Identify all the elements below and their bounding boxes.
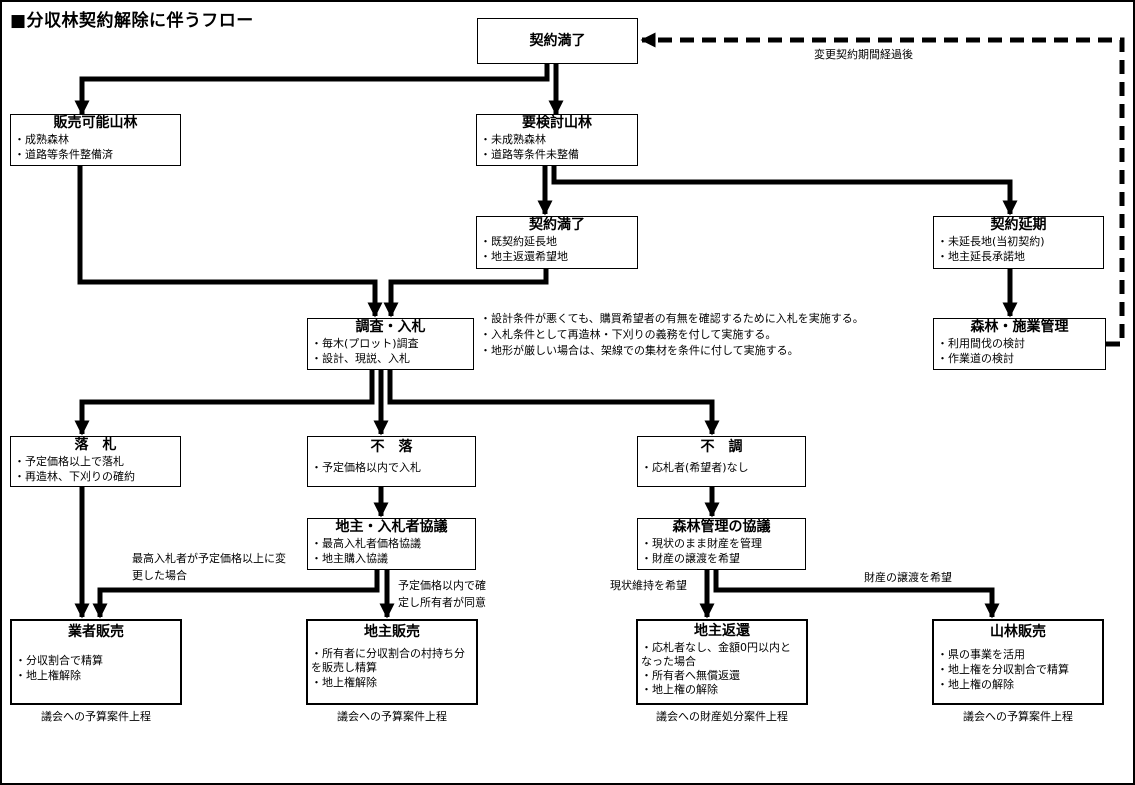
box-item: ・既契約延長地 — [480, 235, 557, 248]
box-heading: 地主返還 — [694, 623, 750, 639]
box-forest-sale: 山林販売 ・県の事業を活用 ・地上権を分収割合で精算 ・地上権の解除 — [932, 619, 1104, 705]
arrow-ownerbid-to-dealer — [92, 569, 380, 619]
box-no-bidders: 不 調 ・応札者(希望者)なし — [637, 436, 806, 487]
box-item: ・所有者に分収割合の村持ち分を販売し精算 — [311, 647, 465, 674]
box-heading: 森林管理の協議 — [672, 519, 771, 535]
box-review-forest: 要検討山林 ・未成熟森林 ・道路等条件未整備 — [476, 114, 638, 166]
box-item: ・地主返還希望地 — [480, 250, 568, 263]
arrow-review-to-extend — [551, 165, 1018, 216]
box-item: ・予定価格以上で落札 — [14, 455, 124, 468]
box-heading: 契約満了 — [529, 217, 585, 233]
box-heading: 森林・施業管理 — [970, 319, 1069, 335]
box-item: ・地上権の解除 — [641, 683, 718, 696]
box-owner-return: 地主返還 ・応札者なし、金額0円以内となった場合 ・所有者へ無償返還 ・地上権の… — [636, 619, 808, 705]
box-sellable-forest: 販売可能山林 ・成熟森林 ・道路等条件整備済 — [10, 114, 181, 166]
box-item: ・地上権の解除 — [937, 678, 1014, 691]
box-item: ・所有者へ無償返還 — [641, 669, 740, 682]
box-survey-bidding: 調査・入札 ・毎木(プロット)調査 ・設計、現説、入札 — [307, 318, 474, 370]
box-heading: 地主・入札者協議 — [335, 519, 448, 535]
label-within-price: 予定価格以内で確定し所有者が同意 — [398, 579, 486, 609]
box-heading: 地主販売 — [364, 624, 420, 640]
dashed-arrow-feedback — [640, 32, 1125, 347]
box-item: ・地主購入協議 — [311, 552, 388, 565]
box-heading: 販売可能山林 — [53, 115, 138, 131]
arrow-survey-to-nodeal — [387, 369, 720, 436]
box-item: ・作業道の検討 — [937, 352, 1014, 365]
box-item: ・応札者(希望者)なし — [641, 461, 749, 474]
box-item: ・現状のまま財産を管理 — [641, 537, 762, 550]
page-title: ■分収林契約解除に伴うフロー — [10, 11, 254, 31]
caption-owner-return: 議会への財産処分案件上程 — [656, 710, 788, 723]
box-heading: 要検討山林 — [522, 115, 592, 131]
box-item: ・未成熟森林 — [480, 133, 546, 146]
box-contract-expiry-top: 契約満了 — [477, 18, 638, 64]
box-winning-bid: 落 札 ・予定価格以上で落札 ・再造林、下刈りの確約 — [10, 436, 181, 487]
box-item: ・再造林、下刈りの確約 — [14, 470, 135, 483]
box-heading: 不 落 — [370, 439, 413, 455]
box-item: ・未延長地(当初契約) — [937, 235, 1045, 248]
caption-dealer-sale: 議会への予算案件上程 — [41, 710, 151, 723]
box-item: ・地上権解除 — [15, 669, 81, 682]
box-item: ・成熟森林 — [14, 133, 69, 146]
arrow-sellable-to-survey — [77, 165, 383, 318]
box-item: ・分収割合で精算 — [15, 654, 103, 667]
caption-owner-sale: 議会への予算案件上程 — [337, 710, 447, 723]
arrow-foresttalk-to-forestsale — [713, 569, 1000, 619]
box-item: ・道路等条件整備済 — [14, 148, 113, 161]
box-item: ・最高入札者価格協議 — [311, 537, 421, 550]
box-item: ・地主延長承諾地 — [937, 250, 1025, 263]
box-item: ・地上権解除 — [311, 676, 377, 689]
note-item: ・入札条件として再造林・下刈りの義務を付して実施する。 — [480, 328, 777, 341]
box-heading: 契約満了 — [529, 32, 586, 49]
note-item: ・設計条件が悪くても、購買希望者の有無を確認するために入札を実施する。 — [480, 312, 864, 325]
box-item: ・県の事業を活用 — [937, 648, 1025, 661]
box-item: ・毎木(プロット)調査 — [311, 337, 419, 350]
arrow-survey-to-win — [74, 369, 375, 436]
arrow-top-to-sellable — [74, 62, 550, 116]
caption-forest-sale: 議会への予算案件上程 — [963, 710, 1073, 723]
label-transfer: 財産の譲渡を希望 — [864, 571, 952, 584]
box-item: ・予定価格以内で入札 — [311, 461, 421, 474]
bidding-notes: ・設計条件が悪くても、購買希望者の有無を確認するために入札を実施する。 ・入札条… — [480, 311, 865, 359]
box-heading: 業者販売 — [68, 624, 124, 640]
box-item: ・地上権を分収割合で精算 — [937, 663, 1069, 676]
box-heading: 山林販売 — [990, 624, 1046, 640]
box-item: ・道路等条件未整備 — [480, 148, 579, 161]
note-item: ・地形が厳しい場合は、架線での集材を条件に付して実施する。 — [480, 344, 799, 357]
box-dealer-sale: 業者販売 ・分収割合で精算 ・地上権解除 — [10, 619, 182, 705]
box-contract-expiry-second: 契約満了 ・既契約延長地 ・地主返還希望地 — [476, 216, 638, 269]
label-keep-status: 現状維持を希望 — [610, 579, 687, 592]
box-heading: 不 調 — [700, 439, 743, 455]
box-owner-sale: 地主販売 ・所有者に分収割合の村持ち分を販売し精算 ・地上権解除 — [306, 619, 478, 705]
box-forest-management-talks: 森林管理の協議 ・現状のまま財産を管理 ・財産の譲渡を希望 — [637, 518, 806, 570]
box-item: ・財産の譲渡を希望 — [641, 552, 740, 565]
box-forest-management: 森林・施業管理 ・利用間伐の検討 ・作業道の検討 — [933, 318, 1106, 370]
box-item: ・応札者なし、金額0円以内となった場合 — [641, 641, 791, 668]
box-owner-bidder-talks: 地主・入札者協議 ・最高入札者価格協議 ・地主購入協議 — [307, 518, 476, 570]
box-contract-extension: 契約延期 ・未延長地(当初契約) ・地主延長承諾地 — [933, 216, 1104, 269]
box-unsuccessful-bid: 不 落 ・予定価格以内で入札 — [307, 436, 476, 487]
box-heading: 落 札 — [74, 437, 117, 453]
arrow-expire2-to-survey — [383, 268, 549, 318]
label-highest-bidder: 最高入札者が予定価格以上に変更した場合 — [132, 552, 286, 582]
box-heading: 調査・入札 — [355, 319, 426, 335]
box-item: ・利用間伐の検討 — [937, 337, 1025, 350]
label-after-period: 変更契約期間経過後 — [814, 48, 913, 61]
box-item: ・設計、現説、入札 — [311, 352, 410, 365]
box-heading: 契約延期 — [990, 217, 1047, 233]
